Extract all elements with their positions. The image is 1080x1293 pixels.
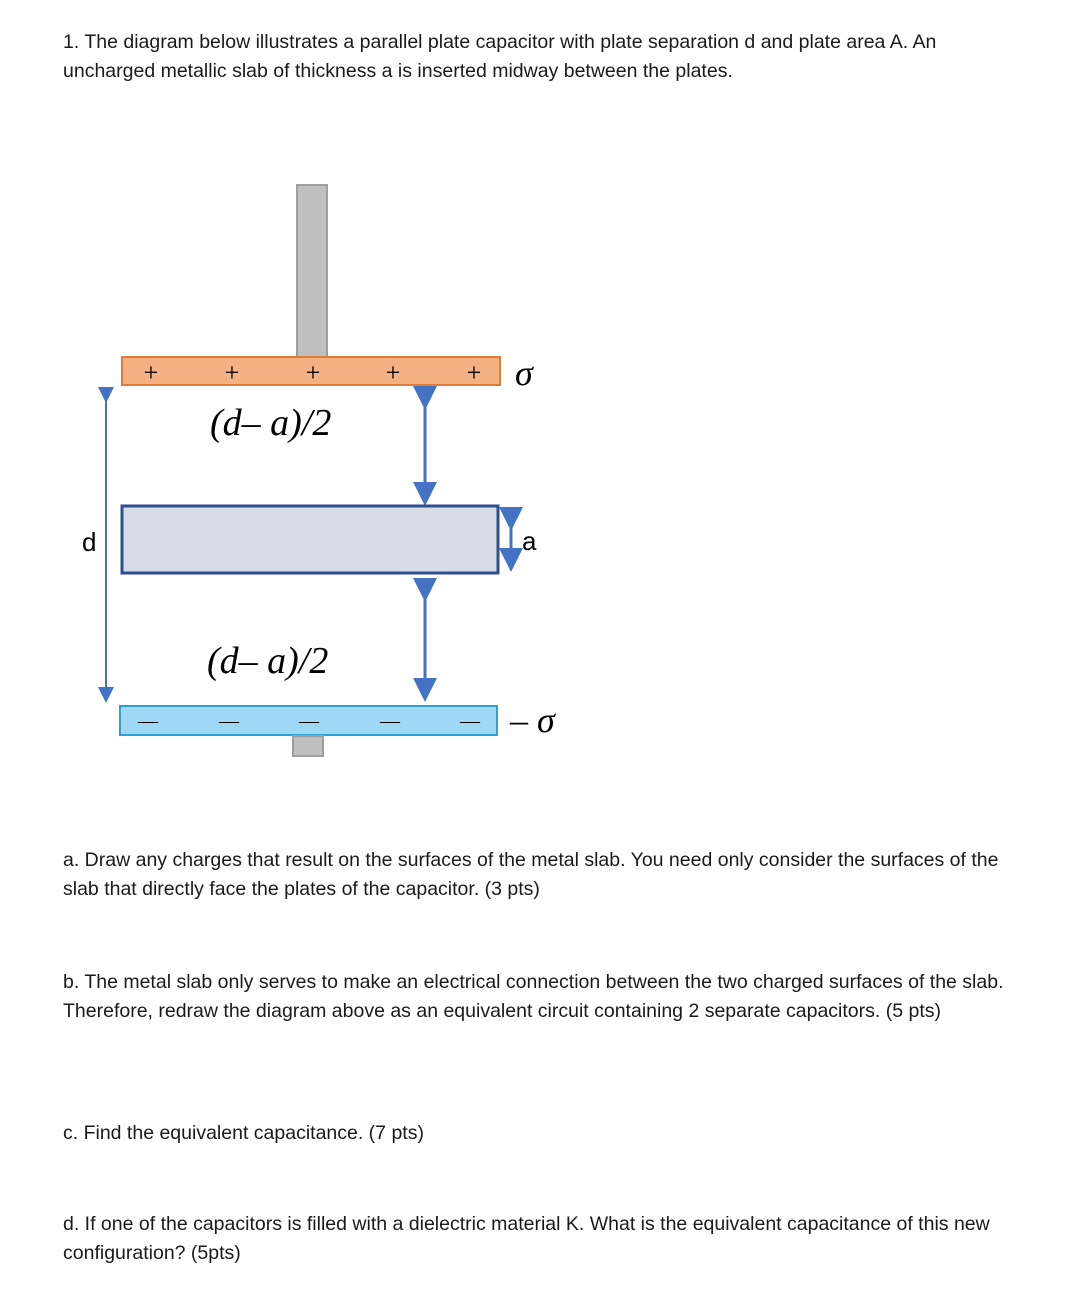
question-c: c. Find the equivalent capacitance. (7 p… — [63, 1122, 424, 1144]
bottom-plate-sign: — — [298, 710, 320, 732]
bottom-plate-sign: — — [218, 710, 240, 732]
question-a: a. Draw any charges that result on the s… — [63, 849, 999, 900]
top-plate — [121, 356, 501, 386]
question-d: d. If one of the capacitors is filled wi… — [63, 1213, 990, 1264]
bottom-charge-density-label: – σ — [509, 700, 556, 740]
problem-intro: 1. The diagram below illustrates a paral… — [63, 31, 937, 82]
bottom-plate-sign: — — [137, 710, 159, 732]
top-plate-sign: + — [306, 358, 321, 387]
top-lead-wire — [296, 184, 328, 358]
question-b: b. The metal slab only serves to make an… — [63, 971, 1004, 1022]
top-plate-sign: + — [225, 358, 240, 387]
top-gap-label: (d– a)/2 — [210, 402, 331, 444]
top-plate-sign: + — [467, 358, 482, 387]
bottom-plate-sign: — — [379, 710, 401, 732]
bottom-plate-sign: — — [459, 710, 481, 732]
bottom-lead-wire — [292, 735, 324, 757]
total-separation-label: d — [82, 527, 96, 557]
top-plate-sign: + — [386, 358, 401, 387]
slab-thickness-label: a — [522, 526, 537, 556]
metal-slab — [120, 504, 500, 575]
top-charge-density-label: σ — [515, 353, 534, 393]
bottom-gap-label: (d– a)/2 — [207, 640, 328, 682]
top-plate-sign: + — [144, 358, 159, 387]
bottom-plate — [119, 705, 498, 736]
